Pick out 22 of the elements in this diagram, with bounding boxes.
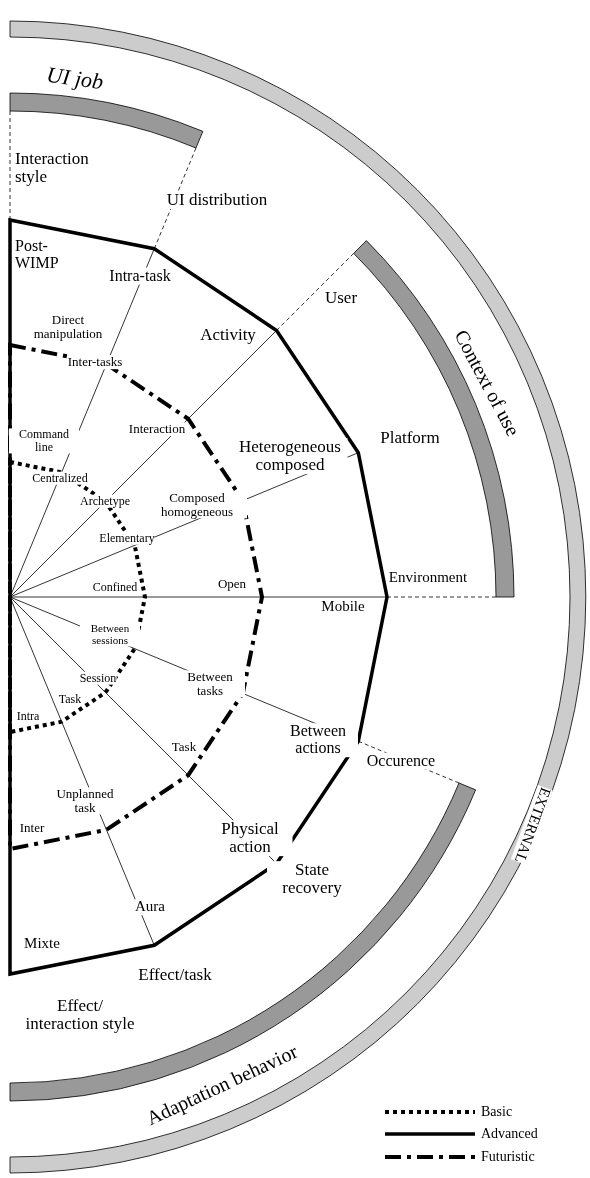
- axis-level-label: Session: [79, 671, 117, 685]
- axis-level-label: Intra-task: [109, 267, 171, 285]
- axis-level-label: Centralized: [32, 471, 88, 485]
- axis-level-label: Confined: [92, 580, 138, 594]
- axis-level-label: Intra: [16, 709, 40, 723]
- legend-label: Advanced: [481, 1127, 538, 1141]
- legend-label: Basic: [481, 1105, 513, 1119]
- axis-level-label: Aura: [135, 899, 165, 915]
- axis-level-label: Between sessions: [80, 623, 140, 647]
- axis-level-label: Task: [171, 740, 197, 754]
- axis-level-label: Elementary: [99, 531, 155, 545]
- axis-level-label: Archetype: [80, 494, 130, 508]
- axis-level-label: Occurence: [366, 752, 436, 770]
- axis-level-label: Inter-tasks: [67, 355, 123, 369]
- axis-level-label: UI distribution: [166, 191, 268, 209]
- axis-level-label: Task: [58, 692, 82, 706]
- axis-level-label: Open: [217, 577, 247, 591]
- axis-level-label: Command line: [9, 428, 79, 454]
- axis-level-label: Activity: [200, 326, 256, 344]
- axis-level-label: Inter: [19, 821, 45, 835]
- axis-level-label: Interaction: [128, 422, 186, 436]
- legend-label: Futuristic: [481, 1150, 535, 1164]
